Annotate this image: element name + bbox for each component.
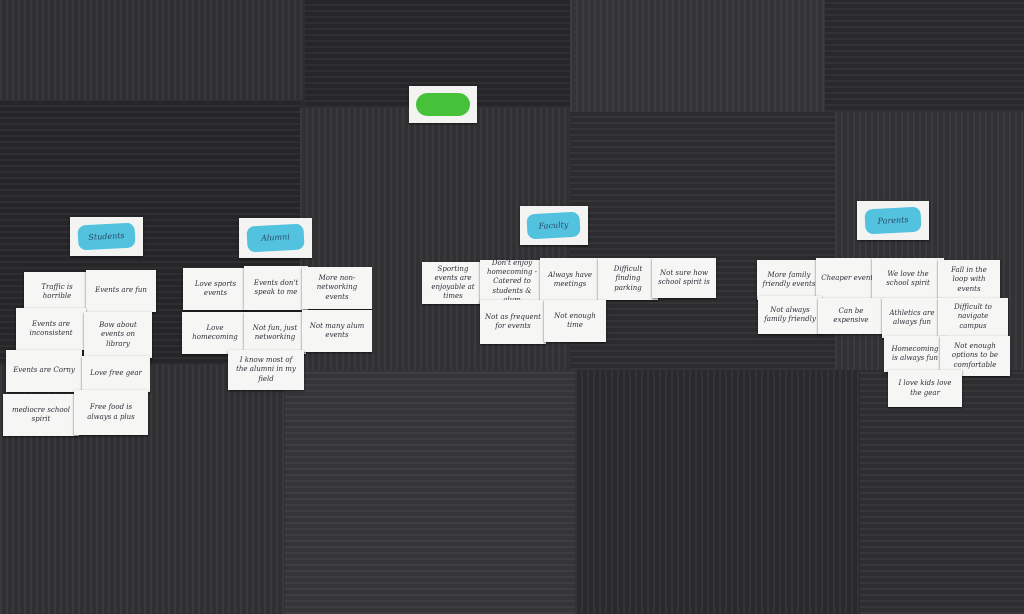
note-card: Not enough time xyxy=(544,300,606,342)
carpet-tile xyxy=(305,0,570,108)
note-card: Love free gear xyxy=(82,356,150,392)
note-card: More non-networking events xyxy=(302,267,372,309)
note-card: Fall in the loop with events xyxy=(938,260,1000,300)
students-header-label: Students xyxy=(77,222,136,251)
note-card: Athletics are always fun xyxy=(882,298,942,338)
note-card: Not enough options to be comfortable xyxy=(940,336,1010,376)
note-card: Not always family friendly xyxy=(758,296,822,334)
carpet-tile xyxy=(0,0,305,100)
note-card: We love the school spirit xyxy=(872,258,944,300)
note-card: Events don't speak to me xyxy=(244,266,308,310)
green-highlight xyxy=(416,92,470,117)
note-card: Cheaper events xyxy=(816,258,882,300)
note-card: Free food is always a plus xyxy=(74,390,148,435)
note-card: Traffic is horrible xyxy=(24,272,90,312)
note-card: I know most of the alumni in my field xyxy=(228,350,304,390)
note-card: More family friendly events xyxy=(757,260,821,300)
alumni-header-label: Alumni xyxy=(246,223,305,253)
note-card: Difficult to navigate campus xyxy=(938,298,1008,336)
note-card: Events are fun xyxy=(86,270,156,312)
note-card: Not as frequent for events xyxy=(480,300,546,344)
parents-header-card: Parents xyxy=(857,201,929,240)
parents-header-label: Parents xyxy=(864,206,922,235)
note-card: Difficult finding parking xyxy=(598,258,658,300)
carpet-tile xyxy=(285,370,575,614)
note-card: Can be expensive xyxy=(818,298,884,334)
carpet-tile xyxy=(860,370,1024,614)
note-card: Events are inconsistent xyxy=(16,308,86,350)
note-card: Love homecoming xyxy=(182,312,248,354)
note-card: Not fun, just networking xyxy=(244,312,306,354)
note-card: Always have meetings xyxy=(540,258,600,302)
note-card: Love sports events xyxy=(183,268,248,310)
note-card: mediocre school spirit xyxy=(3,394,79,436)
alumni-header-card: Alumni xyxy=(239,218,312,258)
note-card: Homecoming is always fun xyxy=(884,336,946,372)
note-card: Not many alum events xyxy=(302,310,372,352)
note-card: Bow about events on library xyxy=(84,312,152,358)
note-card: Sporting events are enjoyable at times xyxy=(422,262,484,304)
note-card: Events are Corny xyxy=(6,350,82,392)
students-header-card: Students xyxy=(70,217,143,256)
note-card: Don't enjoy homecoming - Catered to stud… xyxy=(480,259,544,304)
faculty-header-label: Faculty xyxy=(526,211,582,240)
carpet-tile xyxy=(570,112,835,370)
carpet-tile xyxy=(575,370,860,614)
carpet-tile xyxy=(570,0,825,112)
green-category-card xyxy=(409,86,477,123)
faculty-header-card: Faculty xyxy=(520,206,588,245)
note-card: I love kids love the gear xyxy=(888,370,962,407)
carpet-tile xyxy=(825,0,1024,112)
note-card: Not sure how school spirit is xyxy=(652,258,716,298)
